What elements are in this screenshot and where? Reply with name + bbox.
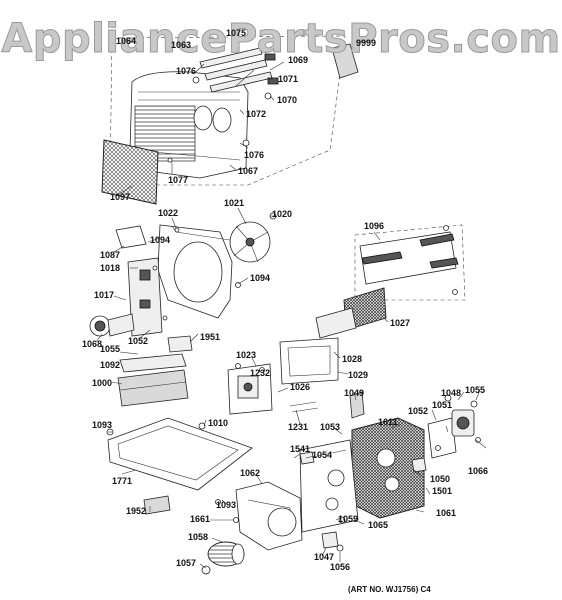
part-label: 1064: [116, 36, 136, 46]
part-label: 1068: [82, 339, 102, 349]
control-box: [227, 337, 365, 419]
part-label: 1069: [288, 55, 308, 65]
part-label: 9999: [356, 38, 376, 48]
orifice-partition: [157, 224, 241, 319]
blower-wheel: [201, 541, 245, 575]
part-label: 1093: [216, 500, 236, 510]
part-label: 1092: [100, 360, 120, 370]
part-label: 1072: [246, 109, 266, 119]
part-label: 1771: [112, 476, 132, 486]
part-label: 1232: [250, 368, 270, 378]
part-label: 1022: [158, 208, 178, 218]
part-label: 1952: [126, 506, 146, 516]
part-label: 1051: [432, 400, 452, 410]
part-label: 1000: [92, 378, 112, 388]
part-label: 1047: [314, 552, 334, 562]
part-label: 1059: [338, 514, 358, 524]
part-label: 1049: [344, 388, 364, 398]
part-label: 1951: [200, 332, 220, 342]
part-label: 1096: [364, 221, 384, 231]
part-label: 1501: [432, 486, 452, 496]
part-label: 1056: [330, 562, 350, 572]
part-label: 1661: [190, 514, 210, 524]
insulation-parts: [117, 335, 193, 407]
base-pan: [106, 417, 253, 515]
part-label: 1052: [408, 406, 428, 416]
vane-parts: [192, 47, 279, 100]
part-label: 1055: [100, 344, 120, 354]
part-label: 1076: [176, 66, 196, 76]
part-label: 1052: [128, 336, 148, 346]
part-label: 1054: [312, 450, 332, 460]
part-label: 1023: [236, 350, 256, 360]
fan-blade: [229, 212, 277, 263]
part-label: 1028: [342, 354, 362, 364]
part-label: 1053: [320, 422, 340, 432]
part-label: 1611: [378, 417, 398, 427]
evaporator-coil: [315, 287, 387, 339]
part-label: 1066: [468, 466, 488, 476]
part-label: 1010: [208, 418, 228, 428]
part-label: 1094: [150, 235, 170, 245]
fan-motor: [411, 394, 481, 473]
part-label: 1061: [436, 508, 456, 518]
blower-housing: [235, 481, 303, 551]
part-label: 1027: [390, 318, 410, 328]
part-label: 1058: [188, 532, 208, 542]
part-labels: 1064 1063 1075 9999 1069 1076 1071 1070 …: [82, 28, 488, 572]
part-label: 1075: [226, 28, 246, 38]
part-label: 1062: [240, 468, 260, 478]
art-number: (ART NO. WJ1756) C4: [348, 585, 431, 594]
part-label: 1050: [430, 474, 450, 484]
part-label: 1541: [290, 444, 310, 454]
part-label: 1017: [94, 290, 114, 300]
part-label: 1094: [250, 273, 270, 283]
control-parts: [89, 225, 168, 337]
condenser-assembly: [299, 417, 425, 533]
part-label: 1077: [168, 175, 188, 185]
part-label: 1018: [100, 263, 120, 273]
part-label: 1029: [348, 370, 368, 380]
front-cover-group: [101, 35, 359, 205]
part-label: 1070: [277, 95, 297, 105]
part-label: 1057: [176, 558, 196, 568]
part-label: 1063: [171, 40, 191, 50]
part-label: 1020: [272, 209, 292, 219]
watermark-logo: AppliancePartsPros.com: [1, 16, 560, 62]
small-parts: [233, 451, 346, 552]
part-label: 1097: [110, 192, 130, 202]
owners-manual-icon: [331, 43, 359, 79]
part-label: 1231: [288, 422, 308, 432]
part-label: 1026: [290, 382, 310, 392]
air-filter: [101, 139, 159, 205]
part-label: 1067: [238, 166, 258, 176]
part-label: 1071: [278, 74, 298, 84]
part-label: 1065: [368, 520, 388, 530]
part-label: 1076: [244, 150, 264, 160]
part-label: 1093: [92, 420, 112, 430]
part-label: 1021: [224, 198, 244, 208]
part-label: 1087: [100, 250, 120, 260]
part-label: 1048: [441, 388, 461, 398]
top-brace: [354, 224, 466, 301]
part-label: 1055: [465, 385, 485, 395]
leader-lines: [95, 61, 487, 569]
